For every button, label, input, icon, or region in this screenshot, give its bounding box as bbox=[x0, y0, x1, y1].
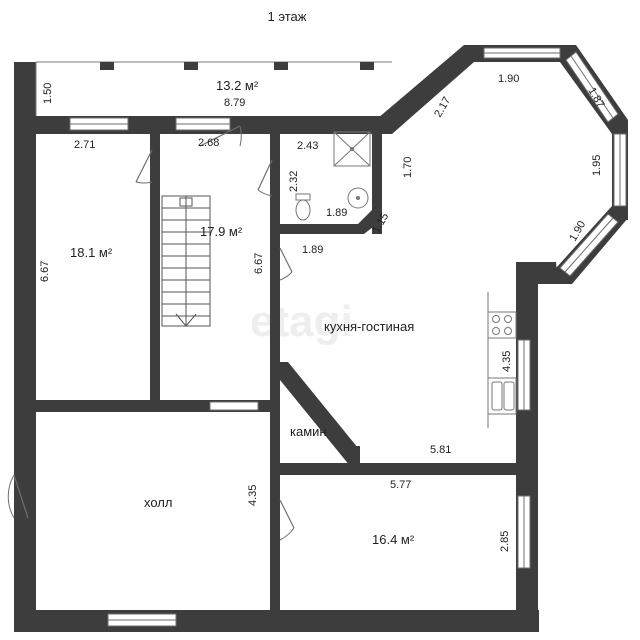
room-labels: 13.2 м² 18.1 м² 17.9 м² кухня-гостиная к… bbox=[70, 78, 415, 547]
bay-corner-wall bbox=[516, 262, 558, 300]
floor-title: 1 этаж bbox=[268, 9, 307, 24]
dim-left-room-width: 2.71 bbox=[74, 139, 95, 151]
left-room-area: 18.1 м² bbox=[70, 245, 113, 260]
door-icon bbox=[135, 149, 153, 184]
bath-wall-left bbox=[270, 134, 280, 234]
window-icon bbox=[517, 495, 531, 569]
dim-bath-bottom: 1.89 bbox=[302, 244, 323, 256]
outer-wall-left bbox=[14, 62, 36, 632]
door-icon bbox=[279, 499, 295, 541]
dim-bath-inner: 1.89 bbox=[326, 207, 347, 219]
wall-bottom-room-top bbox=[270, 463, 516, 475]
wall-left-stair bbox=[150, 134, 160, 400]
windows bbox=[69, 47, 627, 627]
dim-kitchen-width: 5.81 bbox=[430, 444, 451, 456]
dim-bay-top: 1.90 bbox=[498, 73, 519, 85]
dim-stair-hall-length: 6.67 bbox=[253, 253, 265, 274]
stove-icon bbox=[487, 311, 517, 339]
fireplace-label: камин bbox=[290, 424, 327, 439]
dim-bay-right: 1.95 bbox=[591, 155, 603, 176]
window-icon bbox=[175, 117, 231, 131]
window-icon bbox=[209, 401, 259, 411]
door-icon bbox=[257, 159, 273, 197]
dim-left-room-length: 6.67 bbox=[39, 261, 51, 282]
dim-bay-diag-top: 2.17 bbox=[432, 95, 453, 120]
hall-label: холл bbox=[144, 495, 172, 510]
stair-hall-area: 17.9 м² bbox=[200, 224, 243, 239]
door-icon bbox=[7, 474, 29, 519]
terrace-area: 13.2 м² bbox=[216, 78, 259, 93]
watermark: etagi bbox=[250, 297, 353, 346]
dim-kitchen-height: 4.35 bbox=[501, 351, 513, 372]
bath-wall-right bbox=[372, 126, 382, 234]
dim-stair-hall-width: 2.68 bbox=[198, 137, 219, 149]
bottom-room-area: 16.4 м² bbox=[372, 532, 415, 547]
bay-diagonal-wall bbox=[378, 45, 484, 134]
window-icon bbox=[559, 213, 619, 277]
door-icon bbox=[279, 247, 293, 281]
shower-icon bbox=[333, 131, 371, 167]
window-icon bbox=[483, 47, 561, 59]
dim-bath-width: 2.43 bbox=[297, 140, 318, 152]
toilet-icon bbox=[295, 193, 311, 221]
dim-terrace-width: 8.79 bbox=[224, 97, 245, 109]
dim-bottom-room-height: 2.85 bbox=[499, 531, 511, 552]
window-icon bbox=[565, 51, 619, 123]
dim-bath-height: 2.32 bbox=[288, 171, 300, 192]
door-icon bbox=[199, 125, 242, 147]
dim-bottom-room-width: 5.77 bbox=[390, 479, 411, 491]
bath-wall-bottom bbox=[280, 210, 382, 234]
fireplace-block bbox=[350, 446, 360, 466]
dim-terrace-height: 1.50 bbox=[42, 83, 54, 104]
outer-wall-right-lower bbox=[516, 262, 538, 632]
stairs-icon bbox=[161, 195, 211, 327]
dim-bath-right: 1.70 bbox=[402, 157, 414, 178]
wall-stair-kitchen bbox=[270, 134, 280, 610]
outer-wall-bottom bbox=[14, 610, 539, 632]
window-icon bbox=[107, 613, 177, 627]
window-icon bbox=[613, 133, 627, 207]
dim-hall-height: 4.35 bbox=[247, 485, 259, 506]
window-icon bbox=[69, 117, 129, 131]
terrace-posts bbox=[100, 62, 374, 70]
fireplace-wall bbox=[280, 362, 358, 466]
kitchen-sink-icon bbox=[487, 377, 517, 415]
sink-icon bbox=[347, 187, 369, 209]
kitchen-living-label: кухня-гостиная bbox=[324, 319, 414, 334]
doors bbox=[7, 125, 295, 541]
window-icon bbox=[517, 339, 531, 411]
